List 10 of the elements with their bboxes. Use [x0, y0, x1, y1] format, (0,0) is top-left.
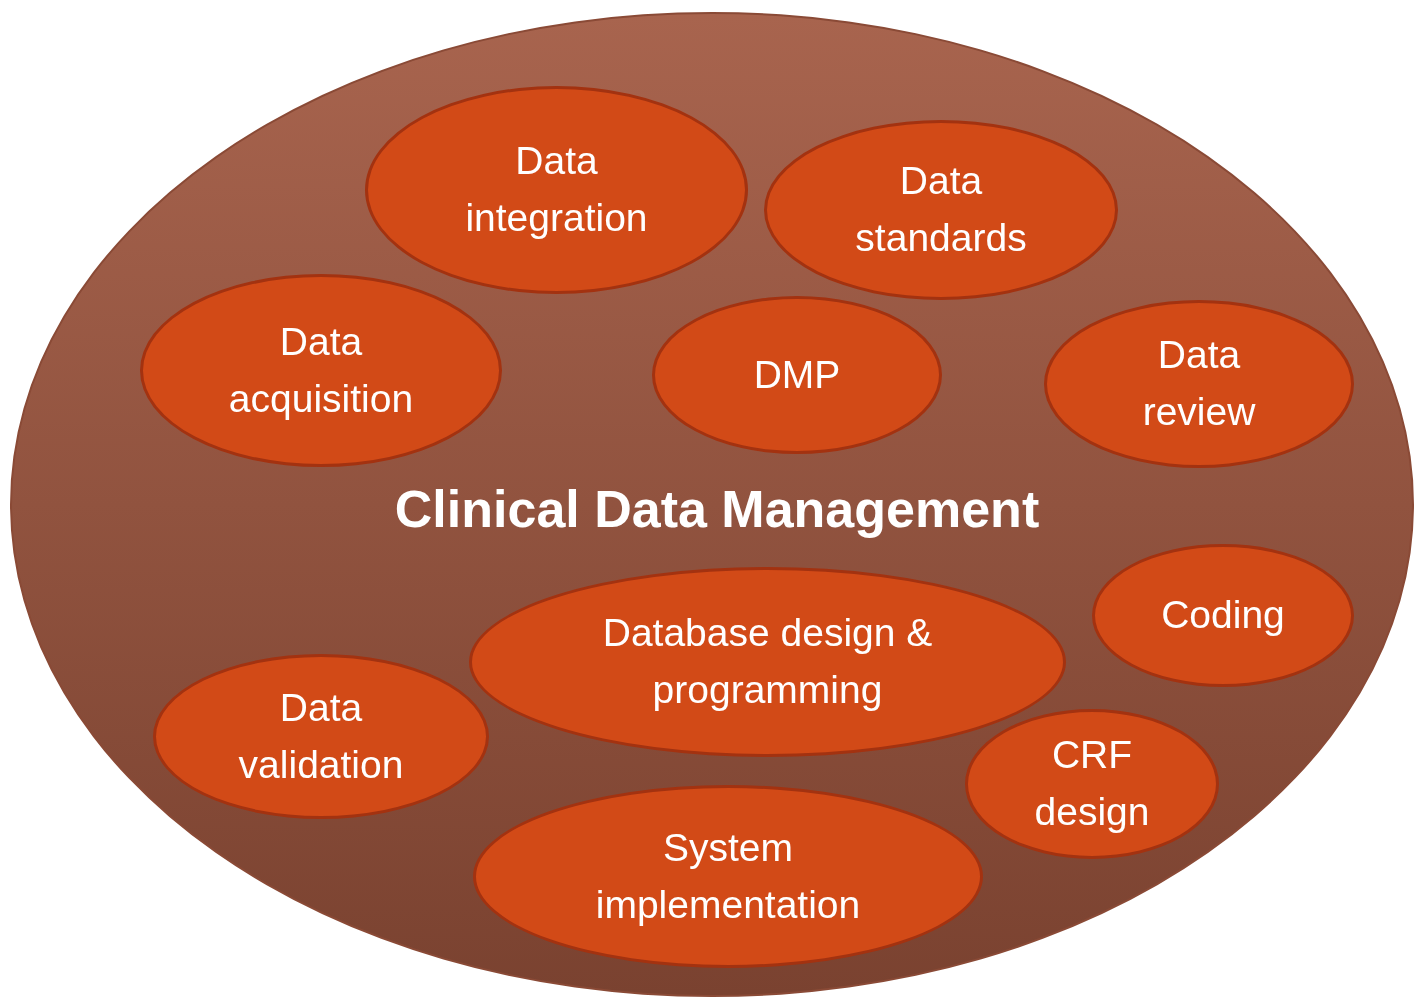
topic-ellipse: Data standards: [764, 120, 1118, 300]
topic-ellipse: DMP: [652, 296, 942, 454]
topic-ellipse: Coding: [1092, 544, 1354, 687]
topic-ellipse: System implementation: [473, 785, 983, 968]
topic-ellipse: CRF design: [965, 709, 1219, 859]
topic-ellipse: Data validation: [153, 654, 489, 819]
topic-ellipse: Data integration: [365, 86, 748, 294]
heading-text: Clinical Data Management: [394, 479, 1040, 539]
topic-ellipse: Data acquisition: [140, 274, 502, 467]
topic-ellipse: Data review: [1044, 300, 1354, 468]
